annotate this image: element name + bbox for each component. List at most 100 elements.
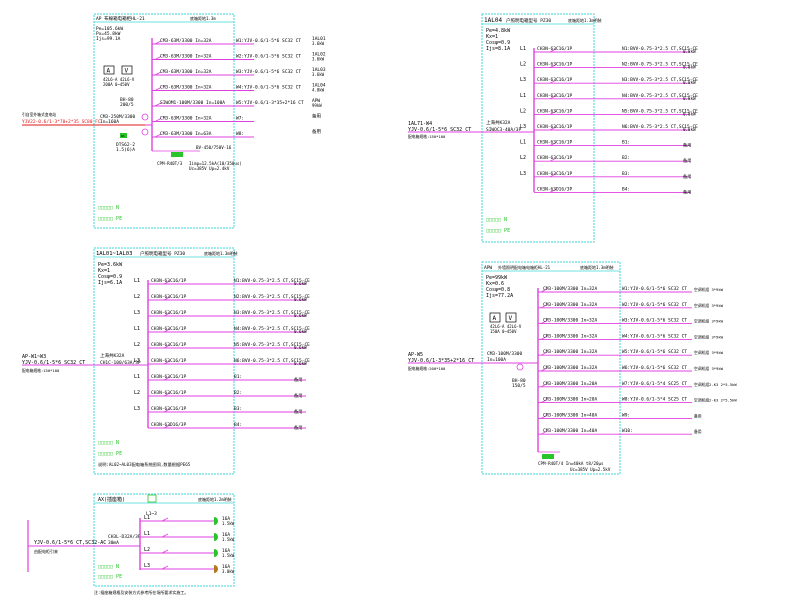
ax-breaker-icon [161, 517, 169, 522]
al01-circuit-load: 0.6kW [294, 297, 307, 302]
apw-param-2: Cosφ=0.8 [486, 287, 510, 293]
meter-spec-1: 200A 0~450V [103, 82, 130, 87]
apw-circuit-breaker: CM3-100M/3300 In=32A [543, 302, 597, 308]
ax-socket-rating: 16A [222, 532, 230, 538]
panel-al04-title: 1AL04 [484, 17, 502, 24]
al04-circuit-phase: L1 [520, 140, 526, 146]
ammeter-icon [103, 65, 115, 75]
al01-circuit-cable: B4: [234, 422, 242, 428]
al01-circuit-load: 备用 [294, 392, 302, 399]
apw-spd-0: CPM-R40T/4 In=40kA t8/20μs [538, 461, 604, 466]
apw-breaker-icon [540, 367, 548, 372]
ct-symbol-icon-2 [141, 128, 149, 136]
ap-circuit-breaker: SIWOM1-100M/3300 In=100A [160, 100, 225, 106]
al01-param-2: Cosφ=0.9 [98, 274, 122, 280]
al01-breaker-icon [163, 424, 171, 429]
al04-circuit-cable: N2:BVV-0.75-3*2.5 CT,SC15-CE [622, 62, 698, 68]
al01-circuit-breaker: CH3N-63C16/1P [151, 390, 187, 396]
al04-circuit-cable: B1: [622, 140, 630, 146]
ax-socket-rating: 16A [222, 564, 230, 570]
al01-main-breaker-1: CH1C-100/63A/3P [100, 360, 141, 366]
al01-circuit-cable: N3:BVV-0.75-3*2.5 CT,SC15-CE [234, 310, 310, 316]
ap-breaker-icon [154, 87, 162, 91]
ap-circuit-cable: W5:YJV-0.6/1-3*35+2*16 CT [236, 100, 304, 106]
ap-legend-pe: □□□□□ PE [98, 216, 122, 222]
al01-circuit-cable: B3: [234, 406, 242, 412]
apw-meter-spec-0: 42L6-A 42L6-V [490, 324, 522, 329]
al01-circuit-phase: L1 [134, 374, 140, 380]
al01-breaker-icon [163, 296, 171, 301]
al01-circuit-breaker: CH3N-63C16/1P [151, 294, 187, 300]
al04-circuit-cable: B3: [622, 171, 630, 177]
al04-circuit-breaker: CH3N-63C16/1P [537, 93, 573, 99]
al01-legend-n: □□□□□ N [98, 440, 119, 446]
al04-circuit-breaker: CH3N-63D16/3P [537, 186, 573, 192]
al01-breaker-icon [163, 280, 171, 285]
al04-circuit-breaker: CH3N-63C16/1P [537, 62, 573, 68]
ap-circuit-cable: W7: [236, 116, 244, 122]
ax-circuit-phase: L1 [144, 515, 150, 521]
al01-circuit-phase: L1 [134, 278, 140, 284]
al01-circuit-cable: B2: [234, 390, 242, 396]
apw-circuit-breaker: CM3-100M/3300 In=40A [543, 428, 597, 434]
al01-circuit-load: 备用 [294, 376, 302, 383]
panel-al01: 1AL01~1AL03 户照明电箱型号 PZ30 底箱距地1.3m明装 Pe=3… [22, 247, 310, 475]
panel-apw-frame [481, 261, 621, 475]
apw-breaker-icon [540, 336, 548, 340]
apw-circuit-breaker: CM3-100M/3300 In=32A [543, 349, 597, 355]
apw-circuit-cable: W7:YJV-0.6/1-5*4 SC25 CT [622, 381, 687, 387]
ax-legend-n: □□□□□ N [98, 564, 119, 570]
al01-circuit-load: 备用 [294, 408, 302, 415]
ax-breaker-icon [161, 533, 169, 538]
panel-ap: AP 布線箱电箱柜HL-21 底箱距地1.3m Pe=105.6kW Px=45… [22, 13, 326, 229]
ap-circuit-dest: 1AL01 [312, 36, 326, 42]
al04-circuit-phase: L2 [520, 62, 526, 68]
al04-circuit-breaker: CH3N-63C16/1P [537, 46, 573, 52]
ax-breaker-icon [161, 565, 169, 570]
apw-circuit-cable: W6:YJV-0.6/1-5*6 SC32 CT [622, 365, 687, 371]
al04-circuit-load: 0.8kW [683, 111, 696, 116]
al04-circuit-phase: L3 [520, 77, 526, 83]
apw-param-0: Pe=99kW [486, 275, 508, 281]
ax-legend-pe: □□□□□ PE [98, 574, 122, 580]
ap-circuit-load: 3.6kW [312, 57, 325, 62]
apw-main-breaker-1: In=100A [487, 357, 506, 363]
al01-breaker-icon [163, 328, 171, 333]
ax-socket-rating: 16A [222, 548, 230, 554]
ap-breaker-icon [154, 133, 162, 138]
apw-circuit-cable: W2:YJV-0.6/1-5*6 SC32 CT [622, 302, 687, 308]
meter-spec-0: 42L6-A 42L6-V [103, 77, 135, 82]
socket-icon [214, 549, 218, 557]
al04-circuit-cable: N1:BVV-0.75-3*2.5 CT,SC15-CE [622, 46, 698, 52]
apw-breaker-icon [540, 415, 548, 419]
meter-box-icon [120, 133, 127, 138]
ap-circuit-load: 3.6kW [312, 41, 325, 46]
apw-circuit-cable: W8:YJV-0.6/1-5*4 SC25 CT [622, 397, 687, 403]
panel-apw-title-mid: 外墙照明配电箱电箱柜HL-21 [498, 264, 551, 270]
al04-circuit-phase: L2 [520, 155, 526, 161]
apw-ct-icon [516, 363, 524, 371]
al04-circuit-breaker: CH3N-63C16/1P [537, 77, 573, 83]
ap-breaker-icon [154, 118, 162, 122]
al01-circuit-phase: L3 [134, 406, 140, 412]
al04-breaker-icon [549, 126, 557, 131]
ap-incoming-breaker-1: In=160A [100, 119, 119, 125]
socket-icon [214, 533, 218, 541]
apw-circuit-breaker: CM3-100M/3300 In=32A [543, 365, 597, 371]
apw-ct-1: 150/5 [512, 383, 526, 389]
apw-circuit-load: 空调机组 3*9kW [694, 287, 724, 292]
al01-circuit-phase: L1 [134, 326, 140, 332]
apw-circuit-load: 备用 [694, 429, 702, 434]
apw-incoming-1: YJV-0.6/1-3*35+2*16 CT [408, 358, 474, 364]
al01-circuit-breaker: CH3N-63C16/1P [151, 406, 187, 412]
apw-breaker-icon [540, 383, 548, 388]
ap-circuit-breaker: CM3-63M/3300 In=63A [160, 131, 212, 137]
apw-param-3: Ijs=77.2A [486, 293, 513, 299]
apw-circuit-load: 空调机组 3*9kW [694, 350, 724, 355]
panel-al01-frame [93, 247, 235, 475]
al01-incoming-0: AP-W1~W3 [22, 354, 46, 360]
ap-incoming-cable: YJV22-0.6/1-3*70+2*35 SC80 FC [22, 119, 101, 125]
al04-param-1: Kx=1 [486, 34, 498, 40]
